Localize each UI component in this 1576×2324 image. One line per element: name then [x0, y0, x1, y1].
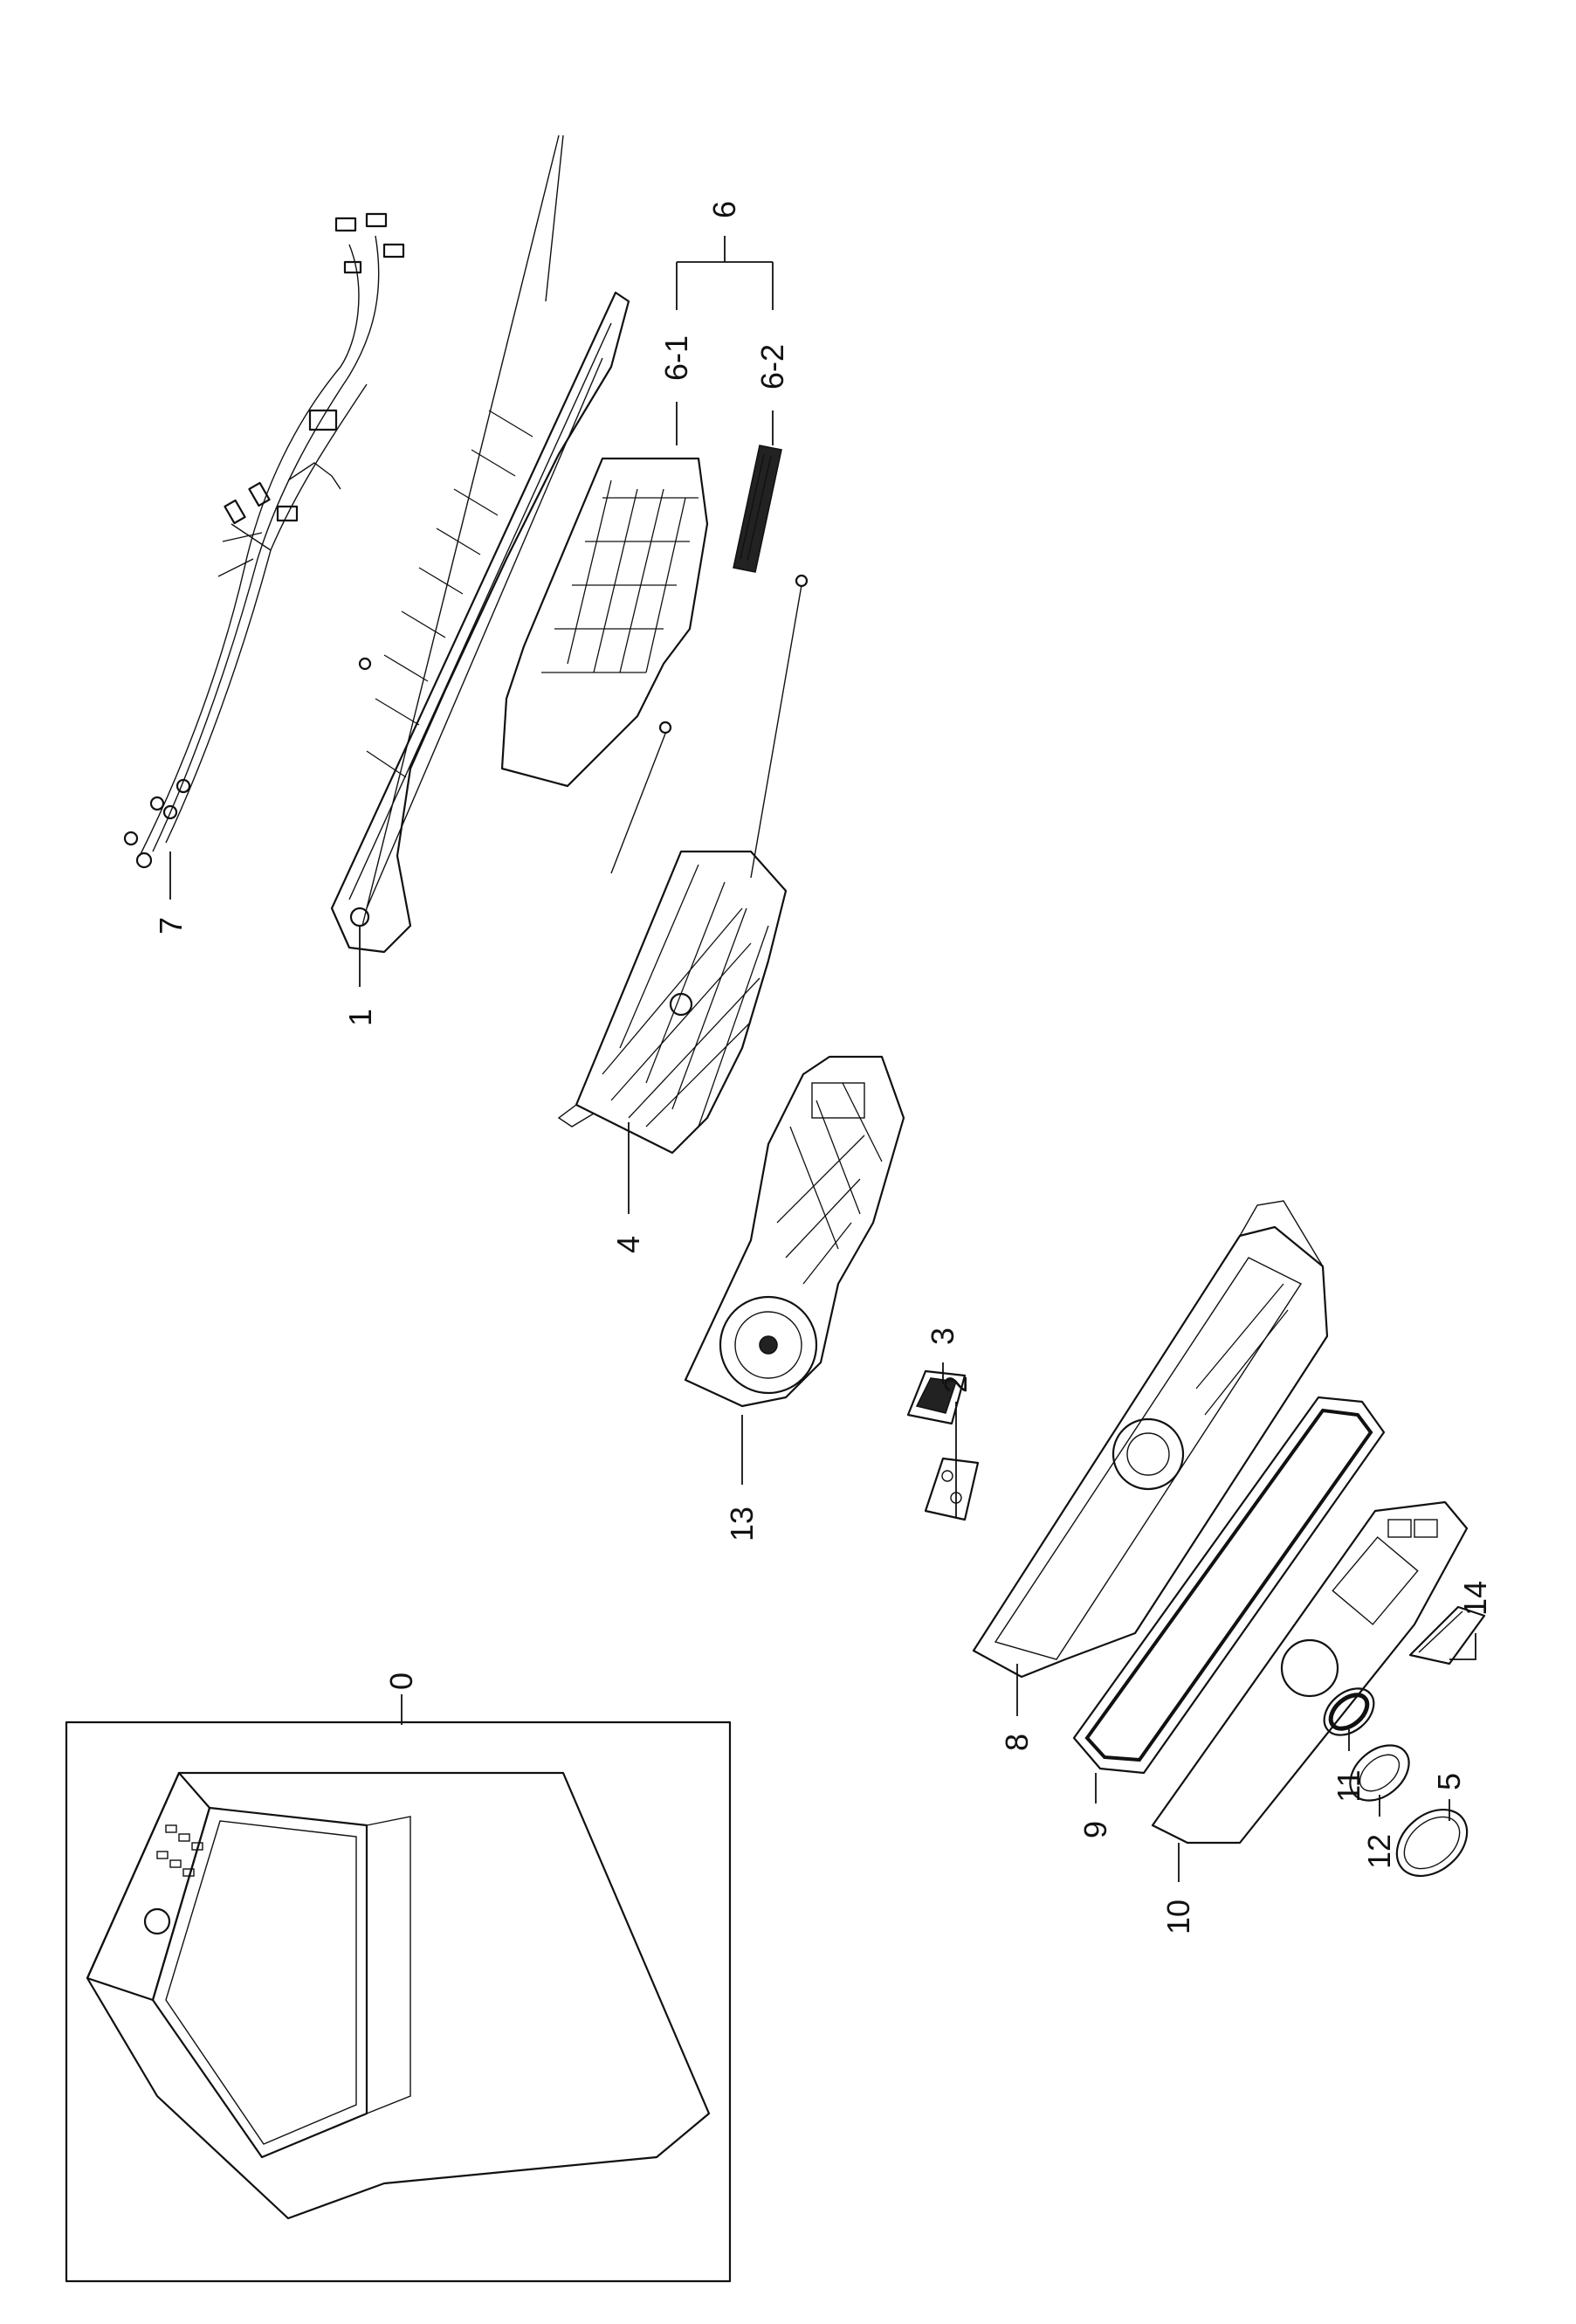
part-0-inset-assembly: [65, 1721, 732, 2283]
callout-14: 14: [1457, 1581, 1493, 1616]
part-1-frame: [330, 134, 630, 954]
part-12-knob-ring: [1349, 1744, 1410, 1802]
part-5-knob: [1395, 1808, 1469, 1878]
part-4-cover: [557, 850, 788, 1155]
inset-frame: [65, 1721, 732, 2283]
callout-13: 13: [724, 1507, 760, 1541]
callout-9: 9: [1077, 1821, 1113, 1838]
callout-labels: 0 1 7 4 13 3 2 8 9 10 11 12 5 14 6 6-1 6…: [153, 201, 1493, 1934]
part-14-label: [1408, 1605, 1486, 1665]
callout-2: 2: [938, 1376, 974, 1393]
callout-0: 0: [383, 1672, 419, 1690]
part-6-2-strip: [733, 445, 782, 573]
callout-6: 6: [706, 201, 742, 218]
callout-6-2: 6-2: [754, 344, 790, 390]
part-3-switch: [906, 1369, 967, 1425]
part-7-wire-harness: [123, 212, 405, 869]
screw: [795, 574, 809, 588]
part-6-1-module: [500, 457, 709, 788]
callout-11: 11: [1331, 1769, 1366, 1802]
callout-12: 12: [1361, 1834, 1397, 1869]
screw: [658, 721, 672, 734]
callout-7: 7: [153, 917, 189, 934]
part-13-control-housing: [684, 1055, 905, 1408]
callout-10: 10: [1160, 1900, 1196, 1934]
callout-1: 1: [342, 1009, 378, 1026]
part-10-front-panel: [1151, 1500, 1469, 1845]
part-8-panel-body: [972, 1200, 1329, 1679]
callout-5: 5: [1431, 1773, 1467, 1790]
screw: [358, 657, 372, 671]
part-2-switch: [924, 1457, 980, 1521]
callout-6-1: 6-1: [658, 335, 694, 381]
part-11-ring: [1323, 1687, 1375, 1736]
callout-4: 4: [610, 1236, 646, 1253]
callout-3: 3: [925, 1328, 960, 1345]
part-9-gasket: [1072, 1396, 1386, 1775]
callout-8: 8: [999, 1734, 1035, 1751]
leader-lines: [169, 236, 1476, 1882]
